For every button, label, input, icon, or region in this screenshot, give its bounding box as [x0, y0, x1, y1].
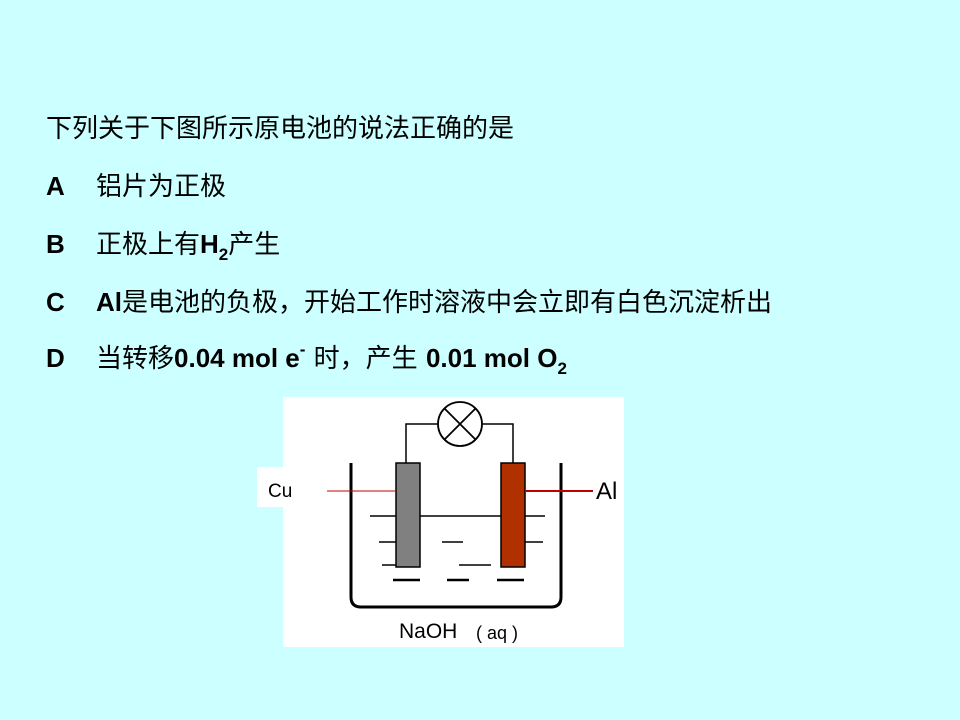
option-b: B 正极上有H2产生 [46, 228, 281, 264]
option-d: D 当转移0.04 mol e- 时，产生 0.01 mol O2 [46, 340, 567, 378]
al-electrode [500, 462, 526, 568]
cu-electrode [395, 462, 421, 568]
wire-right [482, 423, 514, 463]
cu-label: Cu [268, 481, 292, 502]
galvanic-cell-diagram: Cu Al NaOH ( aq ) [257, 397, 624, 647]
solution-state-label: ( aq ) [476, 623, 518, 643]
option-b-formula: H [200, 229, 219, 259]
option-a-text: 铝片为正极 [96, 172, 227, 202]
option-c-formula: Al [96, 287, 122, 317]
option-d-superscript: - [299, 340, 306, 359]
option-a: A 铝片为正极 [46, 170, 226, 203]
option-c-text: 是电池的负极，开始工作时溶液中会立即有白色沉淀析出 [122, 288, 773, 318]
al-label: Al [596, 478, 617, 505]
option-b-text-after: 产生 [228, 230, 281, 260]
wire-left [405, 423, 438, 463]
question-stem: 下列关于下图所示原电池的说法正确的是 [46, 113, 514, 145]
option-b-text-before: 正极上有 [96, 230, 201, 260]
stem-text: 下列关于下图所示原电池的说法正确的是 [46, 114, 515, 144]
option-d-amount-electrons: 0.04 mol e [174, 343, 300, 373]
option-a-letter: A [46, 171, 65, 201]
solution-label: NaOH [399, 620, 457, 643]
option-b-subscript: 2 [218, 245, 229, 264]
option-d-letter: D [46, 343, 65, 373]
option-c: C Al是电池的负极，开始工作时溶液中会立即有白色沉淀析出 [46, 286, 772, 319]
cu-label-background [257, 467, 307, 507]
option-d-text-before: 当转移 [96, 344, 175, 374]
option-d-subscript: 2 [557, 359, 567, 378]
bulb-icon [437, 401, 483, 447]
option-c-letter: C [46, 287, 65, 317]
option-d-text-middle: 时，产生 [305, 344, 426, 374]
option-b-letter: B [46, 229, 65, 259]
beaker [349, 463, 563, 609]
option-d-amount-oxygen: 0.01 mol O [425, 343, 558, 373]
